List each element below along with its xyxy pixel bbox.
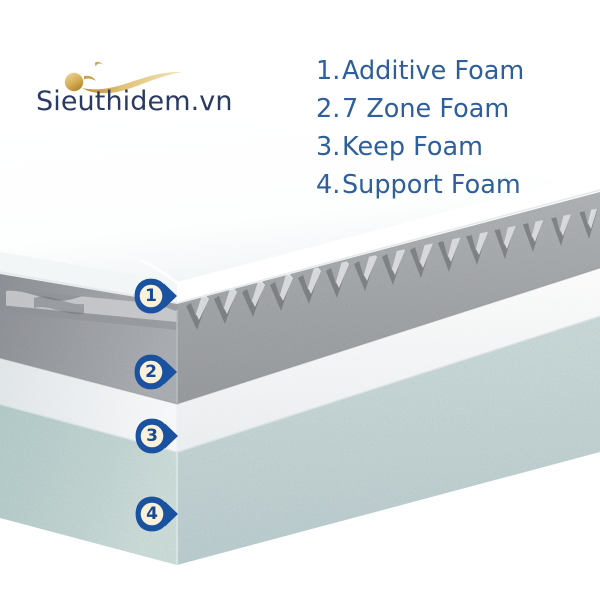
legend-item-4: 4. Support Foam: [316, 166, 576, 204]
badge-number: 2: [145, 361, 157, 382]
layer-legend: 1. Additive Foam 2. 7 Zone Foam 3. Keep …: [316, 52, 576, 204]
legend-number: 2.: [316, 94, 341, 124]
legend-label: 7 Zone Foam: [342, 94, 510, 124]
legend-number: 3.: [316, 132, 341, 162]
legend-label: Support Foam: [342, 170, 521, 200]
layer-additive-foam: [0, 115, 600, 304]
brand-wordmark: Sieuthidem.vn: [36, 86, 233, 117]
badge-number: 1: [145, 285, 157, 306]
legend-label: Keep Foam: [342, 132, 483, 162]
badge-pin-icon: [135, 496, 178, 532]
layer-badge-3[interactable]: 3: [134, 417, 180, 455]
legend-item-1: 1. Additive Foam: [316, 52, 576, 90]
legend-item-2: 2. 7 Zone Foam: [316, 90, 576, 128]
layer-badge-4[interactable]: 4: [134, 495, 180, 533]
badge-number: 3: [146, 425, 158, 446]
swoosh-person-icon: [64, 61, 182, 94]
legend-label: Additive Foam: [342, 56, 525, 86]
layer-keep-foam: [0, 268, 600, 453]
badge-pin-icon: [134, 278, 177, 314]
layer-badge-1[interactable]: 1: [133, 277, 179, 315]
layer-7zone-foam: [0, 190, 600, 405]
badge-number: 4: [146, 503, 158, 524]
badge-pin-icon: [135, 418, 178, 454]
legend-number: 4.: [316, 170, 341, 200]
badge-pin-icon: [134, 354, 177, 390]
brand-logo[interactable]: Sieuthidem.vn: [36, 58, 236, 130]
layer-badge-2[interactable]: 2: [133, 353, 179, 391]
legend-item-3: 3. Keep Foam: [316, 128, 576, 166]
legend-number: 1.: [316, 56, 341, 86]
